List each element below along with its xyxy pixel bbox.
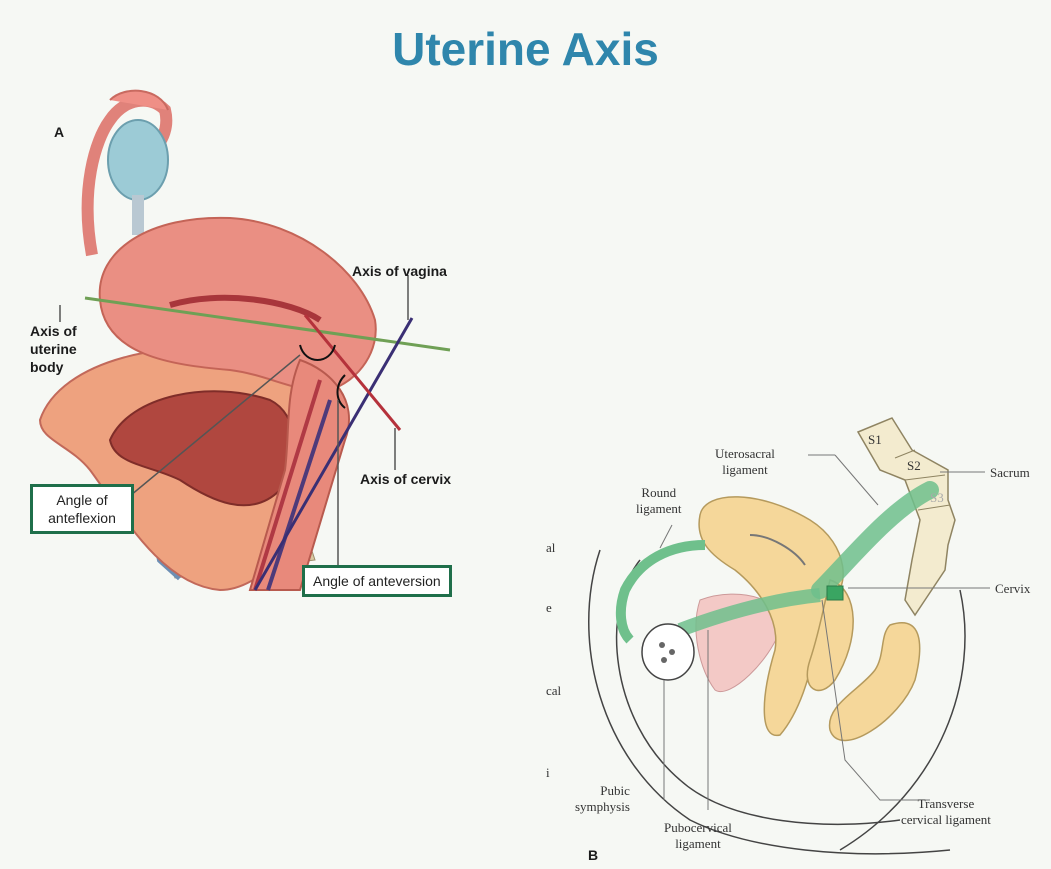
label-sacrum: Sacrum — [990, 465, 1030, 481]
label-s1: S1 — [868, 432, 882, 448]
label-cervix: Cervix — [995, 581, 1030, 597]
label-s3: S3 — [930, 490, 944, 506]
label-round-ligament: Round ligament — [636, 485, 682, 517]
label-transverse-cervical-ligament: Transverse cervical ligament — [901, 796, 991, 828]
uterosacral-leader-b — [835, 455, 878, 505]
pubic-symphysis-bone — [642, 624, 694, 680]
panel-label-b: B — [588, 846, 598, 864]
label-uterosacral-ligament: Uterosacral ligament — [715, 446, 775, 478]
fragment-text: e — [546, 600, 552, 616]
fragment-text: al — [546, 540, 555, 556]
bone-dot — [659, 642, 665, 648]
bone-dot — [669, 649, 675, 655]
label-s2: S2 — [907, 458, 921, 474]
bone-dot — [661, 657, 667, 663]
cervix-marker — [827, 586, 843, 600]
fragment-text: cal — [546, 683, 561, 699]
label-pubocervical-ligament: Pubocervical ligament — [664, 820, 732, 852]
fragment-text: i — [546, 765, 550, 781]
label-pubic-symphysis: Pubic symphysis — [575, 783, 630, 815]
round-leader — [660, 525, 672, 548]
